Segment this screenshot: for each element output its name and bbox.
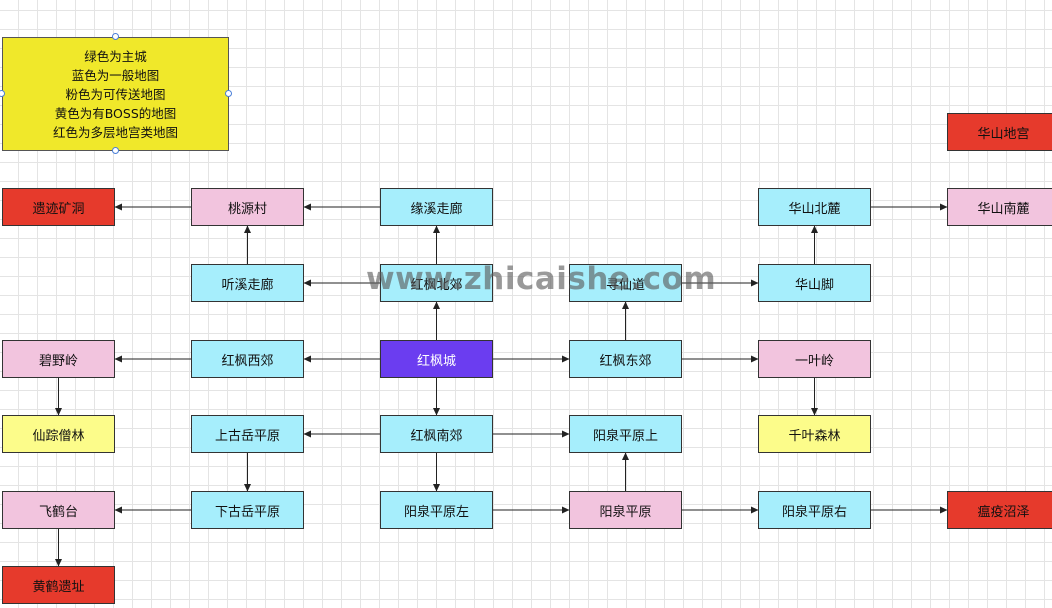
resize-handle-left[interactable] bbox=[0, 90, 5, 97]
resize-handle-top[interactable] bbox=[112, 33, 119, 40]
node-hongfengcheng[interactable]: 红枫城 bbox=[380, 340, 493, 378]
node-huashannanlu[interactable]: 华山南麓 bbox=[947, 188, 1052, 226]
node-hongfengdongjiao[interactable]: 红枫东郊 bbox=[569, 340, 682, 378]
watermark: www.zhicaishe.com bbox=[366, 261, 717, 297]
node-hongfengxijiao[interactable]: 红枫西郊 bbox=[191, 340, 304, 378]
node-tingxi[interactable]: 听溪走廊 bbox=[191, 264, 304, 302]
node-huashandigong[interactable]: 华山地宫 bbox=[947, 113, 1052, 151]
node-yuanxi[interactable]: 缘溪走廊 bbox=[380, 188, 493, 226]
node-wenyi[interactable]: 瘟疫沼泽 bbox=[947, 491, 1052, 529]
legend-box[interactable]: 绿色为主城 蓝色为一般地图 粉色为可传送地图 黄色为有BOSS的地图 红色为多层… bbox=[2, 37, 229, 151]
node-xianzong[interactable]: 仙踪僧林 bbox=[2, 415, 115, 453]
node-yangquan[interactable]: 阳泉平原 bbox=[569, 491, 682, 529]
resize-handle-right[interactable] bbox=[225, 90, 232, 97]
node-shanggu[interactable]: 上古岳平原 bbox=[191, 415, 304, 453]
node-xunxiandao[interactable]: 寻仙道 bbox=[569, 264, 682, 302]
legend-line-main-city: 绿色为主城 bbox=[84, 48, 147, 64]
node-biyeling[interactable]: 碧野岭 bbox=[2, 340, 115, 378]
node-hongfengnanjiao[interactable]: 红枫南郊 bbox=[380, 415, 493, 453]
node-yiyeling[interactable]: 一叶岭 bbox=[758, 340, 871, 378]
node-huashanbeilu[interactable]: 华山北麓 bbox=[758, 188, 871, 226]
node-yangquanshang[interactable]: 阳泉平原上 bbox=[569, 415, 682, 453]
node-yangquanzuo[interactable]: 阳泉平原左 bbox=[380, 491, 493, 529]
resize-handle-bottom[interactable] bbox=[112, 147, 119, 154]
node-taoyuan[interactable]: 桃源村 bbox=[191, 188, 304, 226]
legend-line-teleport: 粉色为可传送地图 bbox=[65, 86, 166, 102]
node-huashanjiao[interactable]: 华山脚 bbox=[758, 264, 871, 302]
legend-line-normal: 蓝色为一般地图 bbox=[71, 67, 160, 83]
node-hongfengbeijiao[interactable]: 红枫北郊 bbox=[380, 264, 493, 302]
node-yangquanyou[interactable]: 阳泉平原右 bbox=[758, 491, 871, 529]
node-qianye[interactable]: 千叶森林 bbox=[758, 415, 871, 453]
node-xiagu[interactable]: 下古岳平原 bbox=[191, 491, 304, 529]
legend-line-boss: 黄色为有BOSS的地图 bbox=[54, 105, 177, 121]
node-huanghe[interactable]: 黄鹤遗址 bbox=[2, 566, 115, 604]
node-yiji[interactable]: 遗迹矿洞 bbox=[2, 188, 115, 226]
node-feihe[interactable]: 飞鹤台 bbox=[2, 491, 115, 529]
legend-line-dungeon: 红色为多层地宫类地图 bbox=[52, 124, 178, 140]
